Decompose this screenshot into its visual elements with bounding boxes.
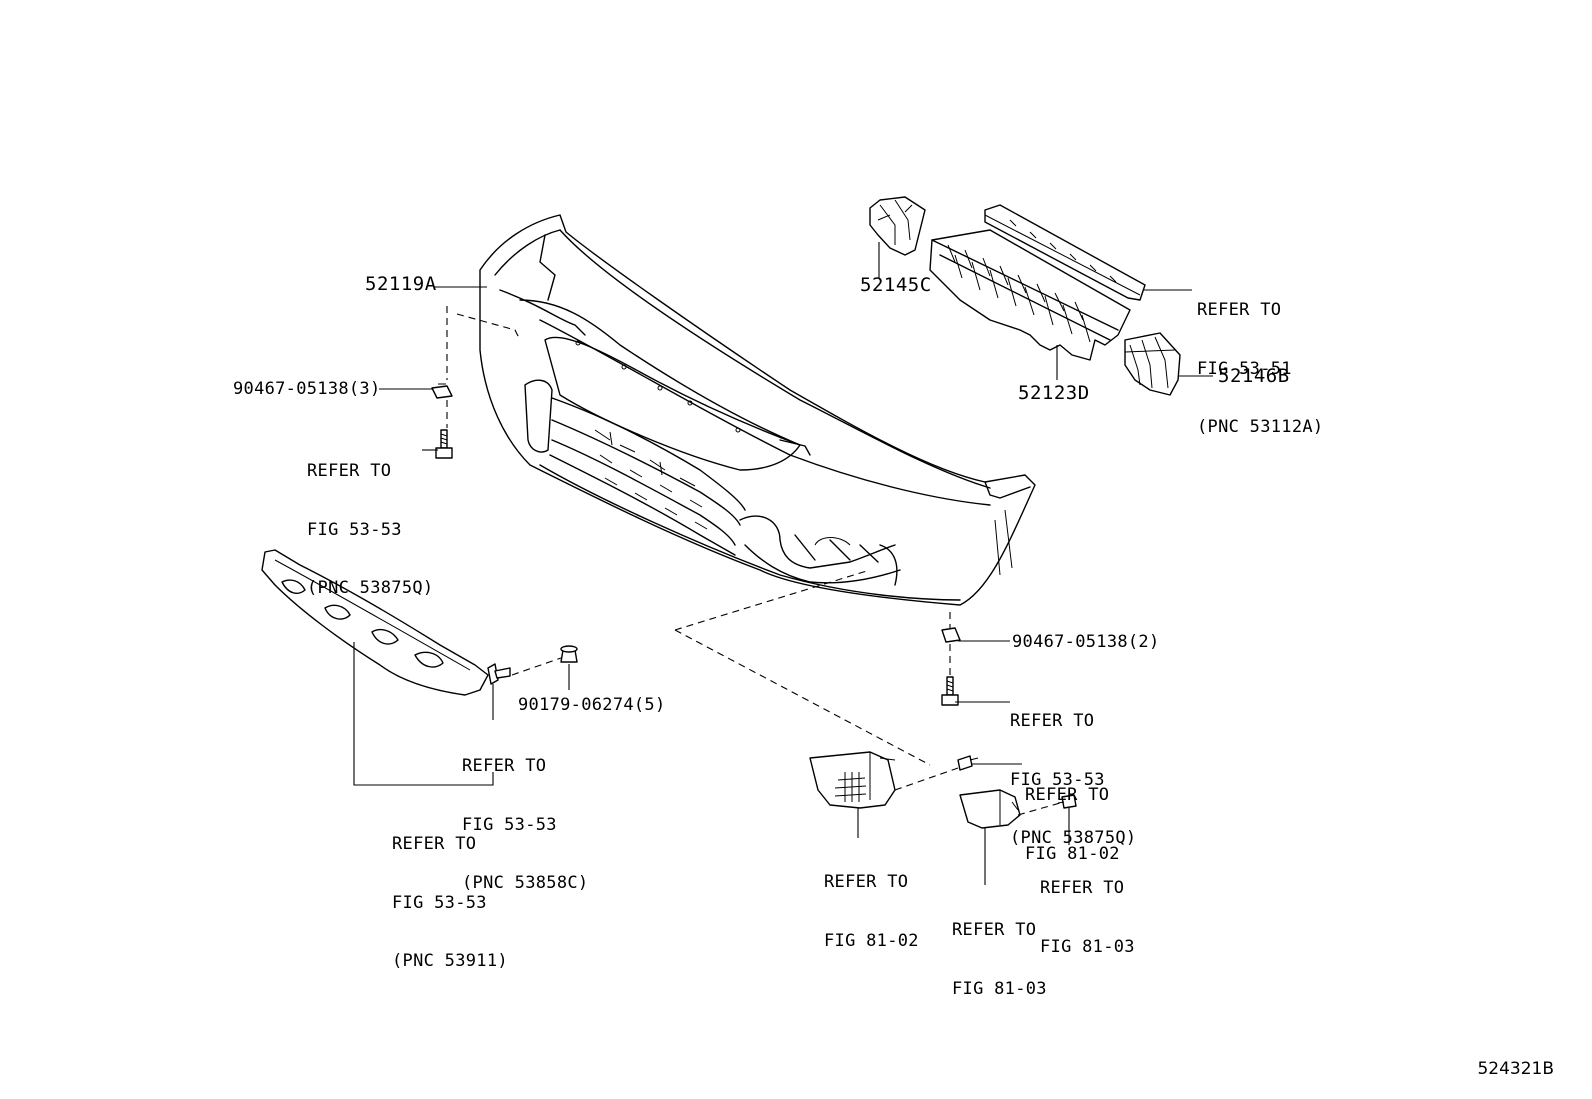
- ref-lower-cover: REFER TO FIG 53-53 (PNC 53911): [392, 796, 508, 1011]
- retainer-left-drawing: [869, 196, 926, 256]
- ref-line: (PNC 53112A): [1197, 417, 1324, 437]
- ref-line: FIG 81-03: [952, 978, 1047, 999]
- turn-lamp-drawing: [809, 751, 896, 809]
- ref-line: FIG 53-53: [462, 814, 557, 835]
- ref-line: REFER TO: [307, 461, 392, 481]
- ref-line: REFER TO: [824, 872, 909, 892]
- ref-line: FIG 53-51: [1197, 358, 1292, 379]
- ref-line: REFER TO: [462, 756, 547, 776]
- clip-screw-drawing: [487, 663, 511, 685]
- ref-line: FIG 81-02: [824, 930, 919, 951]
- ref-line: REFER TO: [1040, 878, 1125, 898]
- ref-line: REFER TO: [952, 920, 1037, 940]
- ref-line: FIG 81-03: [1040, 936, 1135, 957]
- ref-turn-lamp-screw: REFER TO FIG 81-02: [1025, 747, 1120, 903]
- diagram-id: 524321B: [1477, 1059, 1554, 1079]
- ref-line: (PNC 53875Q): [307, 578, 434, 598]
- ref-line: FIG 81-02: [1025, 843, 1120, 864]
- ref-line: REFER TO: [1010, 711, 1095, 731]
- label-retainer-left: 52145C: [860, 274, 932, 296]
- ref-reinforcement: REFER TO FIG 53-51 (PNC 53112A): [1197, 262, 1323, 477]
- ref-line: FIG 53-53: [307, 519, 402, 540]
- nut-lower-drawing: [941, 627, 961, 643]
- reinforcement-drawing: [984, 204, 1146, 301]
- turn-lamp-screw-drawing: [957, 755, 979, 771]
- assembly-lines: [446, 306, 1061, 816]
- label-bumper-cover: 52119A: [365, 273, 437, 295]
- absorber-drawing: [929, 229, 1131, 361]
- bolt-upper-drawing: [435, 429, 453, 459]
- ref-side-lamp: REFER TO FIG 81-03: [952, 882, 1047, 1038]
- ref-line: FIG 53-53: [1010, 769, 1105, 790]
- bumper-cover-drawing: [479, 214, 1036, 606]
- label-nut-lower: 90467-05138(2): [1012, 632, 1160, 652]
- label-clip: 90179-06274(5): [518, 695, 666, 715]
- ref-line: (PNC 53911): [392, 951, 508, 971]
- ref-side-lamp-screw: REFER TO FIG 81-03: [1040, 840, 1135, 996]
- label-retainer-right: 52146B: [1218, 365, 1290, 387]
- retainer-right-drawing: [1124, 332, 1181, 396]
- ref-clip-screw: REFER TO FIG 53-53 (PNC 53858C): [462, 718, 588, 933]
- label-nut-upper: 90467-05138(3): [233, 379, 381, 399]
- clip-drawing: [560, 645, 578, 663]
- ref-line: REFER TO: [1025, 785, 1110, 805]
- nut-upper-drawing: [431, 383, 453, 399]
- ref-line: FIG 53-53: [392, 892, 487, 913]
- ref-bolt-upper: REFER TO FIG 53-53 (PNC 53875Q): [307, 423, 433, 638]
- lower-cover-drawing: [261, 549, 489, 696]
- ref-line: REFER TO: [392, 834, 477, 854]
- ref-turn-lamp: REFER TO FIG 81-02: [824, 834, 919, 990]
- ref-line: REFER TO: [1197, 300, 1282, 320]
- bolt-lower-drawing: [941, 676, 959, 706]
- side-lamp-drawing: [959, 789, 1021, 829]
- ref-line: (PNC 53875Q): [1010, 828, 1137, 848]
- label-absorber: 52123D: [1018, 382, 1090, 404]
- leader-lines: [353, 242, 1213, 885]
- ref-line: (PNC 53858C): [462, 873, 589, 893]
- ref-bolt-lower: REFER TO FIG 53-53 (PNC 53875Q): [1010, 673, 1136, 888]
